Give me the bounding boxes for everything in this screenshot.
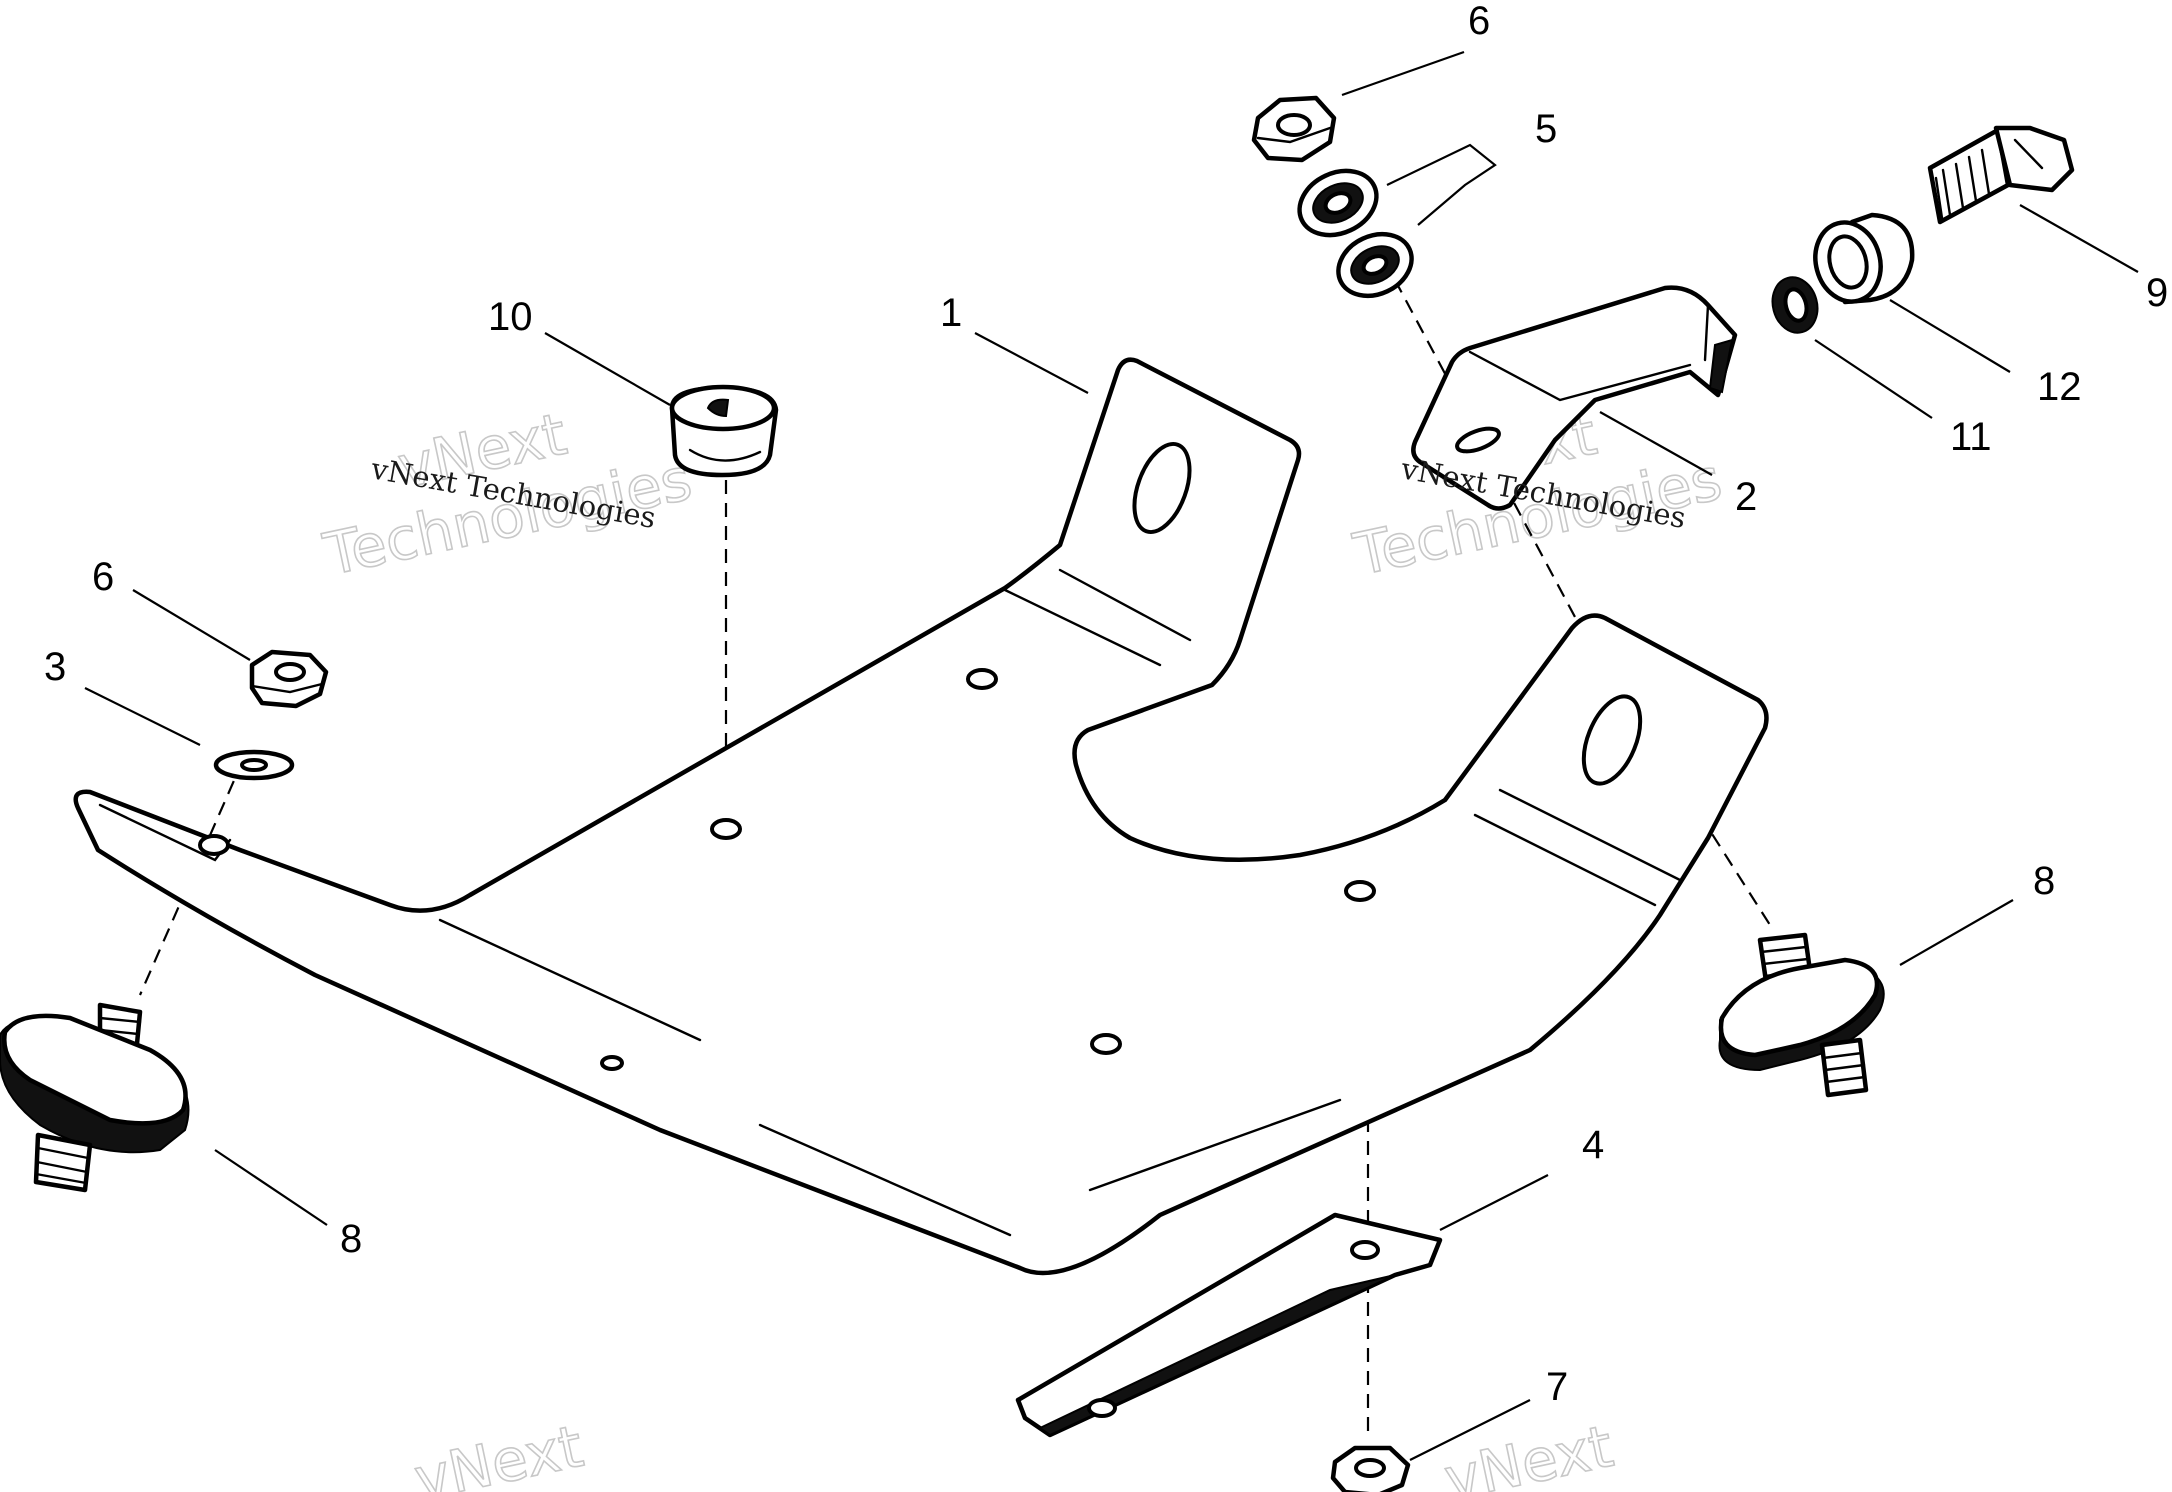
watermark-3: vNext [408, 1411, 589, 1492]
bracket [1411, 285, 1738, 511]
hex-nut-left [249, 649, 329, 709]
callout-6-top: 6 [1468, 0, 1490, 43]
callout-10: 10 [488, 295, 533, 339]
callout-2: 2 [1735, 475, 1757, 519]
callout-7: 7 [1546, 1365, 1568, 1409]
bushing [1813, 212, 1915, 305]
flat-washer [213, 749, 295, 781]
small-washer [1771, 276, 1819, 334]
callout-8-left: 8 [340, 1217, 362, 1261]
leader-lines [84, 50, 2139, 1461]
rubber-mount-left [0, 1002, 190, 1193]
hex-nut-bottom [1330, 1445, 1411, 1492]
callout-12: 12 [2037, 365, 2082, 409]
spacer [669, 384, 779, 478]
callout-3: 3 [44, 645, 66, 689]
lock-washers [1297, 168, 1414, 299]
callout-9: 9 [2146, 271, 2168, 315]
rubber-mount-right [1718, 932, 1885, 1098]
callout-1: 1 [940, 291, 962, 335]
watermark-3-line1: vNext [409, 1412, 589, 1492]
watermark-4: vNext [1438, 1411, 1619, 1492]
callout-6-left: 6 [92, 555, 114, 599]
callout-11: 11 [1950, 415, 1992, 459]
callout-8-right: 8 [2033, 859, 2055, 903]
bolt [1927, 125, 2075, 225]
callout-4: 4 [1582, 1123, 1604, 1167]
callout-5: 5 [1535, 107, 1557, 151]
strap [1015, 1212, 1443, 1438]
watermark-4-line1: vNext [1439, 1412, 1619, 1492]
mounting-plate [73, 357, 1769, 1276]
hex-nut-top [1251, 95, 1337, 163]
